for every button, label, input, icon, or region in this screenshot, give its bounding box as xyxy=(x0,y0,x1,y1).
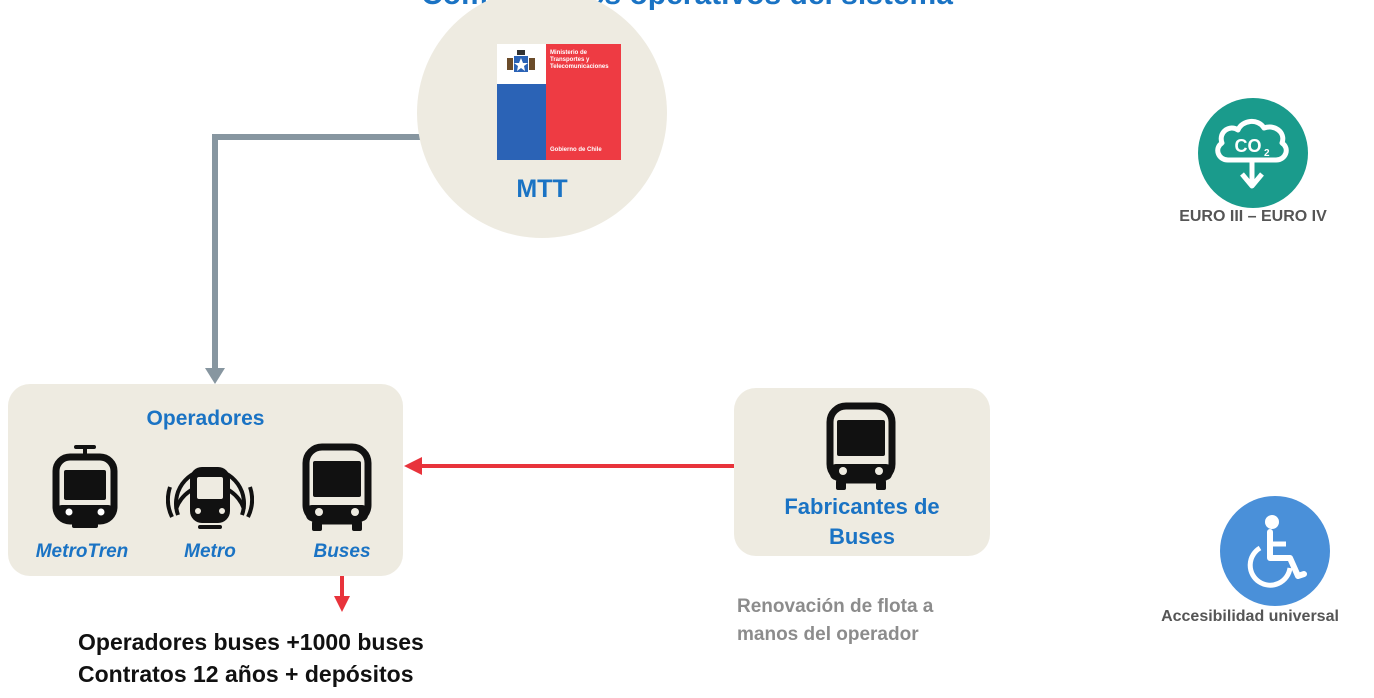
logo-ministry-text: Ministerio de Transportes y Telecomunica… xyxy=(550,50,609,70)
coat-of-arms-icon xyxy=(507,50,535,72)
bus-icon xyxy=(826,402,896,490)
metro-icon xyxy=(166,467,254,529)
accessibility-label: Accesibilidad universal xyxy=(1161,608,1339,625)
ministry-logo: Ministerio de Transportes y Telecomunica… xyxy=(497,44,621,160)
tram-icon xyxy=(52,445,118,528)
renovacion-note: Renovación de flota a manos del operador xyxy=(737,596,934,645)
mode-label-metrotren: MetroTren xyxy=(35,541,129,562)
logo-emblem-area xyxy=(497,44,546,84)
page-title: Componentes operativos del sistema xyxy=(0,0,1374,12)
mtt-to-operadores-arrowhead xyxy=(205,368,225,384)
wheelchair-icon xyxy=(1247,515,1307,588)
svg-text:CO: CO xyxy=(1235,136,1262,156)
logo-government-text: Gobierno de Chile xyxy=(550,147,602,153)
mode-label-buses: Buses xyxy=(313,541,371,562)
emissions-label: EURO III – EURO IV xyxy=(1179,208,1327,225)
logo-red-band: Ministerio de Transportes y Telecomunica… xyxy=(546,44,621,160)
fabricantes-label: Fabricantes de Buses xyxy=(784,494,940,549)
operadores-title: Operadores xyxy=(146,407,265,430)
mtt-to-operadores-connector xyxy=(212,134,420,368)
mode-label-metro: Metro xyxy=(184,541,236,562)
fabricantes-to-operadores-arrowhead xyxy=(404,457,422,475)
buses-to-note-arrowhead xyxy=(334,596,350,612)
mtt-label: MTT xyxy=(516,175,568,203)
accessibility-badge xyxy=(1220,496,1330,606)
co2-cloud-icon: CO 2 xyxy=(1215,119,1289,189)
operadores-note: Operadores buses +1000 buses Contratos 1… xyxy=(78,629,424,687)
logo-blue-band xyxy=(497,44,546,160)
svg-text:2: 2 xyxy=(1264,148,1270,159)
bus-icon xyxy=(302,443,372,531)
